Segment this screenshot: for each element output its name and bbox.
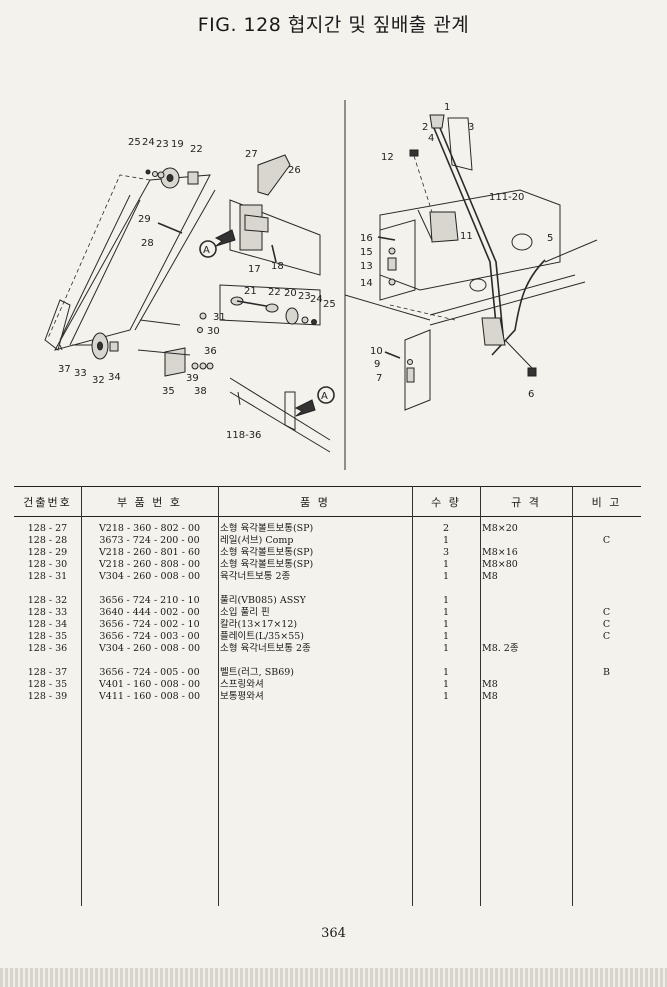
parts-diagram: A A 25 24 23 19 22 27 26 29 28 17 18 2 bbox=[44, 100, 598, 470]
svg-text:3: 3 bbox=[468, 122, 474, 133]
svg-text:29: 29 bbox=[138, 214, 151, 225]
svg-text:4: 4 bbox=[428, 133, 434, 144]
svg-text:27: 27 bbox=[245, 149, 258, 160]
column-divider bbox=[81, 486, 82, 906]
svg-text:2: 2 bbox=[422, 122, 428, 133]
right-labels: 1 2 3 4 12 111-20 16 15 13 11 14 5 10 9 … bbox=[360, 102, 553, 400]
svg-text:1: 1 bbox=[444, 102, 450, 113]
col-header-part-number: 부 품 번 호 bbox=[81, 486, 218, 517]
svg-text:28: 28 bbox=[141, 238, 154, 249]
svg-text:30: 30 bbox=[207, 326, 220, 337]
scan-edge bbox=[0, 968, 667, 987]
svg-text:26: 26 bbox=[288, 165, 301, 176]
col-header-name: 품 명 bbox=[218, 486, 412, 517]
svg-text:17: 17 bbox=[248, 264, 261, 275]
svg-text:16: 16 bbox=[360, 233, 373, 244]
svg-text:32: 32 bbox=[92, 375, 105, 386]
page-title: FIG. 128 협지간 및 짚배출 관계 bbox=[197, 14, 470, 36]
svg-text:36: 36 bbox=[204, 346, 217, 357]
svg-text:38: 38 bbox=[194, 386, 207, 397]
svg-text:24: 24 bbox=[310, 294, 323, 305]
callout-a-bottom: A bbox=[321, 391, 328, 402]
col-header-spec: 규 격 bbox=[480, 486, 572, 517]
left-labels: 25 24 23 19 22 27 26 29 28 17 18 21 22 2… bbox=[58, 137, 336, 441]
svg-text:23: 23 bbox=[156, 139, 169, 150]
col-header-note: 비 고 bbox=[572, 486, 641, 517]
svg-text:18: 18 bbox=[271, 261, 284, 272]
svg-text:22: 22 bbox=[268, 287, 281, 298]
svg-text:14: 14 bbox=[360, 278, 373, 289]
column-divider bbox=[480, 486, 481, 906]
table-row-spacer bbox=[14, 655, 641, 667]
svg-text:12: 12 bbox=[381, 152, 394, 163]
svg-text:15: 15 bbox=[360, 247, 373, 258]
svg-text:24: 24 bbox=[142, 137, 155, 148]
svg-text:7: 7 bbox=[376, 373, 382, 384]
svg-text:5: 5 bbox=[547, 233, 553, 244]
svg-text:19: 19 bbox=[171, 139, 184, 150]
page-number: 364 bbox=[321, 926, 346, 941]
svg-text:11: 11 bbox=[460, 231, 473, 242]
svg-text:23: 23 bbox=[298, 291, 311, 302]
svg-text:25: 25 bbox=[128, 137, 141, 148]
callout-a-left: A bbox=[203, 245, 210, 256]
table-header-row: 건출번호 부 품 번 호 품 명 수 량 규 격 비 고 bbox=[14, 486, 641, 517]
col-header-qty: 수 량 bbox=[412, 486, 480, 517]
svg-text:35: 35 bbox=[162, 386, 175, 397]
column-divider bbox=[218, 486, 219, 906]
svg-text:118-36: 118-36 bbox=[226, 430, 261, 441]
svg-text:9: 9 bbox=[374, 359, 380, 370]
svg-text:31: 31 bbox=[213, 312, 226, 323]
svg-text:25: 25 bbox=[323, 299, 336, 310]
svg-text:33: 33 bbox=[74, 368, 87, 379]
svg-text:6: 6 bbox=[528, 389, 534, 400]
svg-text:37: 37 bbox=[58, 364, 71, 375]
svg-text:39: 39 bbox=[186, 373, 199, 384]
svg-text:20: 20 bbox=[284, 288, 297, 299]
column-divider bbox=[412, 486, 413, 906]
column-divider bbox=[572, 486, 573, 906]
svg-text:13: 13 bbox=[360, 261, 373, 272]
svg-text:34: 34 bbox=[108, 372, 121, 383]
col-header-number: 건출번호 bbox=[14, 486, 81, 517]
svg-text:21: 21 bbox=[244, 286, 257, 297]
svg-text:10: 10 bbox=[370, 346, 383, 357]
svg-text:111-20: 111-20 bbox=[489, 192, 524, 203]
table-row-spacer bbox=[14, 583, 641, 595]
svg-text:22: 22 bbox=[190, 144, 203, 155]
